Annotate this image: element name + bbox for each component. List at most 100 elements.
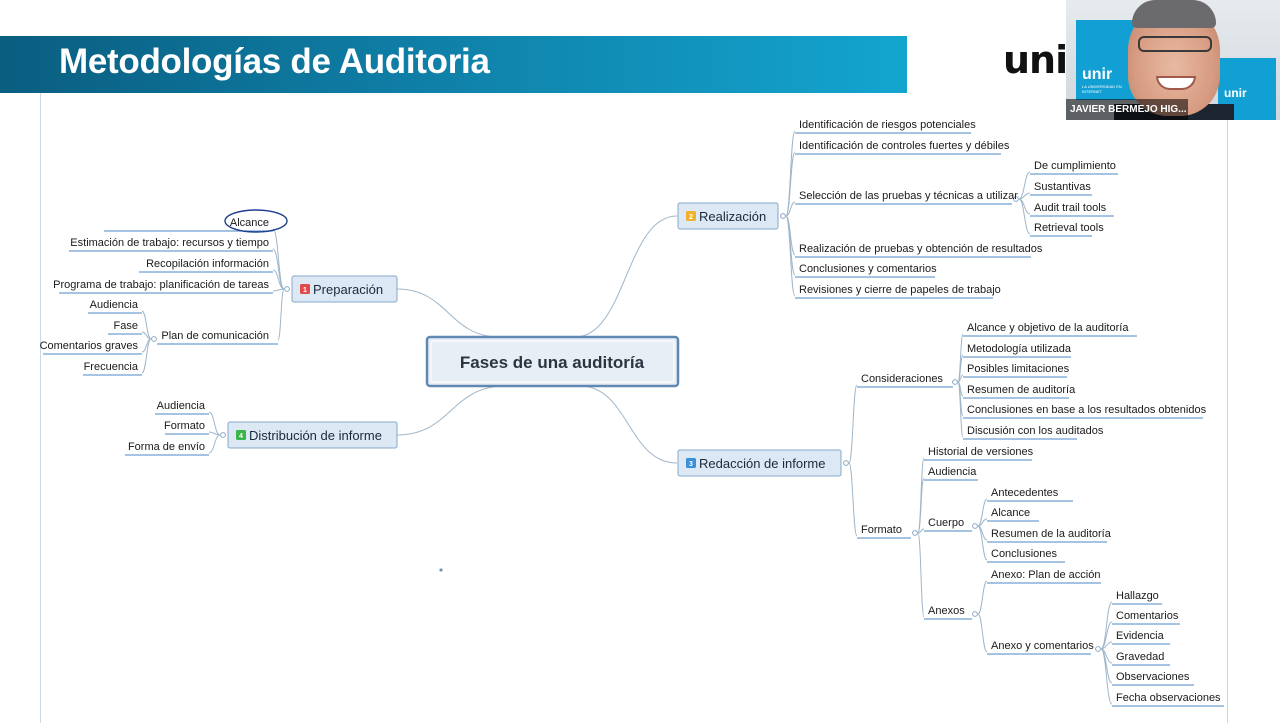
leaf-node: Retrieval tools [1034,222,1104,234]
collapse-toggle[interactable] [952,379,958,385]
webcam-logo-subtext: LA UNIVERSIDAD EN INTERNET [1082,84,1122,94]
collapse-toggle[interactable] [284,286,290,292]
leaf-node: Hallazgo [1116,590,1159,602]
slide-content-frame [40,93,1228,723]
leaf-node: Sustantivas [1034,181,1091,193]
leaf-node: Audiencia [90,299,139,311]
leaf-node: Recopilación información [146,258,269,270]
leaf-node: Audit trail tools [1034,202,1107,214]
leaf-node: Identificación de riesgos potenciales [799,119,976,131]
collapse-toggle[interactable] [972,611,978,617]
leaf-node: Posibles limitaciones [967,363,1070,375]
connector [977,525,988,561]
number-badge-text: 4 [239,433,243,440]
collapse-toggle[interactable] [843,460,849,466]
leaf-node: Comentarios [1116,610,1179,622]
topic-realizacion-label: Realización [699,209,766,224]
connector [141,310,152,340]
stray-dot [439,568,443,572]
leaf-node: Programa de trabajo: planificación de ta… [53,279,269,291]
connector [1018,171,1031,200]
topic-preparacion-number-badge [300,284,310,294]
connector-lines [141,130,1113,705]
collapse-toggle[interactable] [780,213,786,219]
collapse-toggle[interactable] [220,432,226,438]
topic-distribucion-number-badge [236,430,246,440]
webcam-logo-text: unir [1082,66,1113,83]
topic-preparacion-box[interactable] [291,275,398,303]
topic-redaccion-box[interactable] [677,449,842,477]
main-connector [574,215,678,338]
connector [977,498,988,527]
leaf-node: Conclusiones y comentarios [799,263,937,275]
leaf-node: Resumen de auditoría [967,384,1076,396]
leaf-node: Alcance [991,507,1030,519]
connector [977,580,988,615]
connector [785,215,796,297]
slide-title: Metodologías de Auditoria [59,42,490,81]
connector [917,528,925,534]
number-badge-text: 1 [303,287,307,294]
collapse-toggle[interactable] [1013,196,1019,202]
connector [1018,198,1031,235]
leaf-node: Fase [114,320,138,332]
connector [272,248,285,290]
leaf-node: Consideraciones [861,373,943,385]
connector [785,215,796,276]
topic-redaccion-number-badge [686,458,696,468]
connector [208,434,221,454]
leaf-node: Historial de versiones [928,446,1034,458]
topic-distribucion-label: Distribución de informe [249,428,382,443]
leaf-node: Formato [861,524,902,536]
main-connector [396,288,501,338]
leaf-node: Audiencia [928,466,977,478]
connector [785,151,796,217]
leaf-node: Forma de envío [128,441,205,453]
subtopic-label: Plan de comunicación [161,330,269,342]
leaf-node: Anexo: Plan de acción [991,569,1100,581]
leaf-node: Revisiones y cierre de papeles de trabaj… [799,284,1001,296]
topic-realizacion-box[interactable] [677,202,779,230]
leaf-node: Anexos [928,605,965,617]
leaf-node: Formato [164,420,205,432]
connector [1100,648,1113,705]
connector [917,477,925,534]
main-connector [396,385,506,436]
leaf-node: Anexo y comentarios [991,640,1094,652]
connector [272,288,285,292]
connector [277,288,285,341]
collapse-toggle[interactable] [1095,646,1101,652]
leaf-node: Antecedentes [991,487,1059,499]
topic-realizacion-number-badge [686,211,696,221]
collapse-toggle[interactable] [972,523,978,529]
connector [848,384,858,464]
collapse-toggle[interactable] [151,336,157,342]
brand-logo: uni [1003,38,1068,82]
leaf-node: De cumplimiento [1034,160,1116,172]
webcam-logo-text-right: unir [1224,86,1247,100]
connector [141,338,152,374]
leaf-node: Comentarios graves [40,340,139,352]
leaf-node: Selección de las pruebas y técnicas a ut… [799,190,1018,202]
number-badge-text: 2 [689,214,693,221]
leaf-node: Gravedad [1116,651,1164,663]
topic-preparacion-label: Preparación [313,282,383,297]
leaf-node: Estimación de trabajo: recursos y tiempo [70,237,269,249]
leaf-node: Frecuencia [84,361,139,373]
number-badge-text: 3 [689,461,693,468]
topic-distribucion-box[interactable] [227,421,398,449]
main-connector [579,385,678,464]
connector [208,411,221,436]
central-topic-box[interactable] [425,335,680,388]
connector [272,269,285,290]
connector [957,381,964,438]
leaf-node: Realización de pruebas y obtención de re… [799,243,1043,255]
leaf-node: Cuerpo [928,517,964,529]
leaf-node: Metodología utilizada [967,343,1072,355]
leaf-node: Resumen de la auditoría [991,528,1112,540]
collapse-toggle[interactable] [912,530,918,536]
leaf-node: Discusión con los auditados [967,425,1104,437]
leaf-node: Fecha observaciones [1116,692,1221,704]
connector [977,613,988,653]
